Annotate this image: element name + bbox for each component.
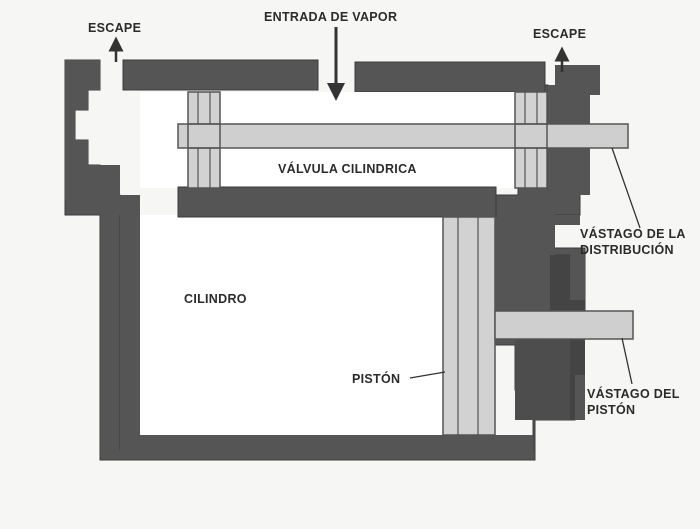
top-plate-left [122, 59, 319, 91]
top-plate-right [354, 61, 546, 93]
cylinder-bottom-wall [120, 435, 533, 452]
leader-valve-rod [611, 147, 641, 229]
cylinder-top-plate [177, 186, 497, 218]
rod-guide-lower [515, 340, 570, 420]
cylinder-left-wall [120, 195, 140, 440]
label-vastago-distribucion-2: DISTRIBUCIÓN [580, 243, 674, 257]
left-upper-block [65, 60, 120, 215]
piston [442, 216, 496, 436]
leader-piston [409, 371, 446, 379]
cylinder-interior [140, 215, 495, 435]
label-vastago-piston-2: PISTÓN [587, 403, 636, 417]
label-valvula-cilindrica: VÁLVULA CILINDRICA [278, 162, 417, 176]
label-cilindro: CILINDRO [184, 292, 247, 306]
rod-guide-upper [520, 225, 550, 310]
label-escape-left: ESCAPE [88, 21, 142, 35]
label-vastago-distribucion-1: VÁSTAGO DE LA [580, 227, 686, 241]
label-vastago-piston-1: VÁSTAGO DEL [587, 387, 680, 401]
label-escape-right: ESCAPE [533, 27, 587, 41]
label-entrada-de-vapor: ENTRADA DE VAPOR [264, 10, 398, 24]
label-piston: PISTÓN [352, 372, 401, 386]
leader-piston-rod [621, 337, 633, 385]
valve-rod [177, 123, 629, 149]
piston-rod [494, 310, 634, 340]
